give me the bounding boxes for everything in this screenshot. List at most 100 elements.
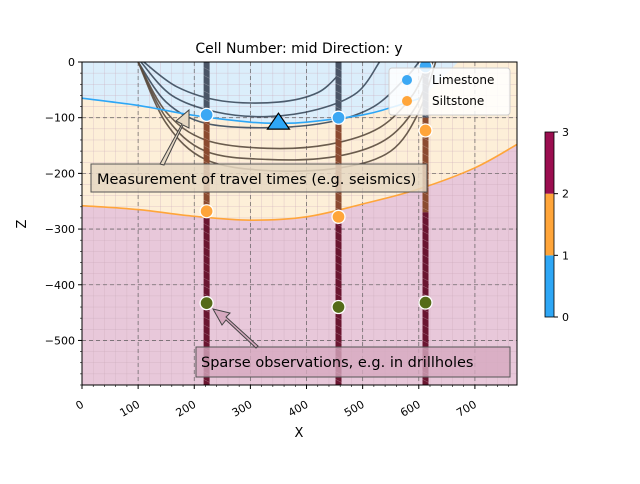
seismic-marker xyxy=(266,112,291,130)
drillhole-texture xyxy=(335,153,342,157)
y-tick-label: −400 xyxy=(45,279,75,292)
drillhole-texture xyxy=(203,262,210,266)
drillhole-texture xyxy=(203,332,210,336)
drillhole-texture xyxy=(335,223,342,227)
drillhole-texture xyxy=(203,223,210,227)
drillhole-texture xyxy=(203,199,210,204)
drillhole-texture xyxy=(203,238,210,243)
drillhole-texture xyxy=(422,137,429,141)
drillhole-texture xyxy=(422,231,429,235)
drillhole-texture xyxy=(422,160,429,165)
drillhole-texture xyxy=(335,246,342,251)
y-tick-label: −500 xyxy=(45,334,75,347)
drillhole-texture xyxy=(203,153,210,157)
drillhole-texture xyxy=(335,254,342,258)
x-tick-label: 300 xyxy=(230,398,255,420)
drillhole-texture xyxy=(203,316,210,321)
contour-line xyxy=(140,62,381,118)
drillhole-texture xyxy=(203,270,210,274)
drillhole-texture xyxy=(203,246,210,251)
drillhole-texture xyxy=(335,67,342,71)
drillhole-texture xyxy=(335,316,342,321)
drillhole-texture xyxy=(335,90,342,95)
y-tick-label: −100 xyxy=(45,112,75,125)
drillhole-texture xyxy=(203,98,210,102)
drillhole-texture xyxy=(422,332,429,336)
x-tick-label: 500 xyxy=(342,398,367,420)
x-tick-label: 0 xyxy=(73,398,86,413)
drillhole-texture xyxy=(335,98,342,102)
drillhole-texture xyxy=(203,137,210,141)
basement-point xyxy=(199,295,214,311)
layer-limestone xyxy=(82,62,459,124)
y-tick-label: −300 xyxy=(45,223,75,236)
y-tick-label: 0 xyxy=(68,56,75,69)
drillhole-texture xyxy=(203,285,210,290)
colorbar-frame xyxy=(544,131,555,318)
y-axis-label: Z xyxy=(15,219,30,228)
drillhole-texture xyxy=(335,82,342,87)
drillhole-texture xyxy=(335,262,342,266)
annotation-box-seismic xyxy=(90,163,428,193)
annotations: Measurement of travel times (e.g. seismi… xyxy=(90,108,511,378)
drillhole-texture xyxy=(203,340,210,344)
annotation-arrow-drillhole xyxy=(212,308,259,349)
colorbar-segment xyxy=(545,132,554,194)
legend-marker xyxy=(402,96,412,106)
annotation-text-seismic: Measurement of travel times (e.g. seismi… xyxy=(97,172,416,188)
drillhole-texture xyxy=(422,316,429,321)
drillhole-texture xyxy=(422,223,429,227)
drillhole-texture xyxy=(203,90,210,95)
drillhole-texture xyxy=(203,192,210,196)
drillhole-texture xyxy=(203,324,210,329)
drillhole-segment-upper xyxy=(335,62,342,118)
drillhole-texture xyxy=(203,82,210,87)
colorbar-segment xyxy=(545,193,554,256)
drillhole-texture xyxy=(422,153,429,157)
drillhole-texture xyxy=(335,106,342,110)
x-tick-label: 600 xyxy=(398,398,423,420)
drillhole-texture xyxy=(335,277,342,282)
x-axis-label: X xyxy=(295,426,304,441)
drillhole-segment-upper xyxy=(203,62,210,118)
drillhole-texture xyxy=(422,309,429,313)
annotation-arrow-seismic xyxy=(159,108,190,166)
x-tick-label: 100 xyxy=(117,398,142,420)
drillhole-segment-lower xyxy=(335,212,342,385)
colorbar-segment xyxy=(545,255,554,317)
drillhole-texture xyxy=(203,254,210,258)
drillhole-texture xyxy=(203,75,210,79)
contour-line xyxy=(143,62,341,104)
siltstone-point xyxy=(199,204,214,219)
colorbar-tick-label: 2 xyxy=(562,188,569,201)
siltstone-point xyxy=(331,209,346,224)
drillhole-texture xyxy=(335,199,342,204)
x-tick-label: 200 xyxy=(174,398,199,420)
drillhole-texture xyxy=(203,277,210,282)
drillhole-texture xyxy=(335,75,342,79)
drillhole-texture xyxy=(203,231,210,235)
colorbar-tick-label: 1 xyxy=(562,249,569,262)
legend-label: Limestone xyxy=(432,73,494,87)
drillhole-texture xyxy=(335,137,342,141)
drillhole-texture xyxy=(335,231,342,235)
chart-title: Cell Number: mid Direction: y xyxy=(195,41,402,57)
drillhole-texture xyxy=(422,199,429,204)
drillhole-texture xyxy=(422,379,429,383)
plot-frame xyxy=(81,61,518,386)
drillhole-texture xyxy=(335,270,342,274)
drillhole-texture xyxy=(203,67,210,71)
drillhole-texture xyxy=(203,293,210,297)
drillhole-texture xyxy=(335,238,342,243)
drillhole-texture xyxy=(422,192,429,196)
x-tick-label: 400 xyxy=(286,398,311,420)
drillhole-texture xyxy=(422,254,429,258)
siltstone-point xyxy=(418,123,433,138)
drillhole-texture xyxy=(335,145,342,149)
drillhole-texture xyxy=(335,332,342,336)
limestone-point xyxy=(331,110,346,125)
drillhole-texture xyxy=(422,324,429,329)
